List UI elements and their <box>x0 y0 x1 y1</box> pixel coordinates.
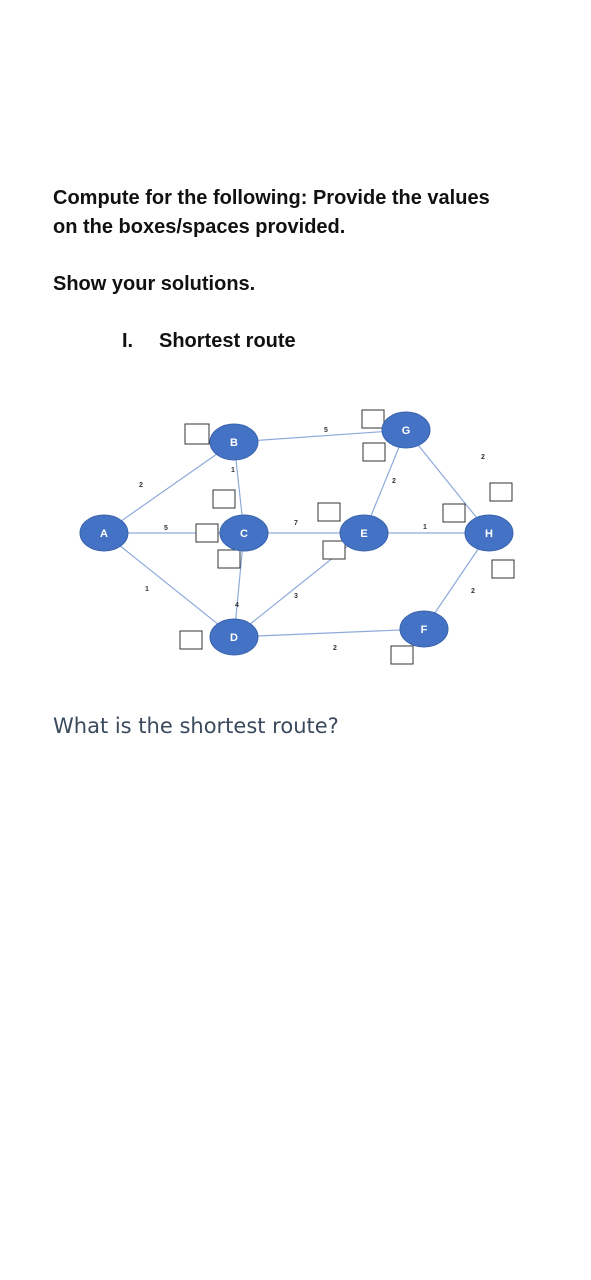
node-label: D <box>230 632 238 644</box>
node-f: F <box>399 610 449 648</box>
answer-box[interactable] <box>217 549 241 569</box>
node-label: F <box>421 624 428 636</box>
answer-box[interactable] <box>322 540 346 560</box>
node-label: A <box>100 528 108 540</box>
edge-weight-a-b: 2 <box>139 482 143 489</box>
node-circle <box>339 514 389 552</box>
edge-a-d <box>103 532 235 638</box>
answer-boxes <box>179 409 515 665</box>
answer-box[interactable] <box>212 489 236 509</box>
node-c: C <box>219 514 269 552</box>
edge-weight-e-g: 2 <box>392 478 396 485</box>
graph-nodes: A B C D E F G H <box>79 411 514 656</box>
node-circle <box>79 514 129 552</box>
node-circle <box>209 618 259 656</box>
edge-weight-c-d: 4 <box>235 602 239 609</box>
shortest-route-graph: 2 5 1 1 5 7 4 3 2 2 1 2 2 A B C D E F G H <box>79 409 515 665</box>
edge-weight-d-e: 3 <box>294 593 298 600</box>
node-label: C <box>240 528 248 540</box>
answer-box[interactable] <box>489 482 513 502</box>
graph-edges <box>103 429 490 638</box>
node-e: E <box>339 514 389 552</box>
instructions-line-1: Compute for the following: Provide the v… <box>53 187 490 209</box>
question-text: What is the shortest route? <box>53 714 339 738</box>
edge-weight-d-f: 2 <box>333 645 337 652</box>
node-circle <box>381 411 431 449</box>
node-label: H <box>485 528 493 540</box>
instructions-line-2: on the boxes/spaces provided. <box>53 216 346 238</box>
node-circle <box>464 514 514 552</box>
node-g: G <box>381 411 431 449</box>
graph-edge-weights: 2 5 1 1 5 7 4 3 2 2 1 2 2 <box>139 427 485 652</box>
node-a: A <box>79 514 129 552</box>
answer-box[interactable] <box>390 645 414 665</box>
node-circle <box>219 514 269 552</box>
section-heading: I. Shortest route <box>122 327 296 356</box>
node-label: E <box>360 528 367 540</box>
edge-weight-c-e: 7 <box>294 520 298 527</box>
node-h: H <box>464 514 514 552</box>
edge-g-h <box>405 429 490 534</box>
edge-d-f <box>233 628 425 638</box>
answer-box[interactable] <box>361 409 385 429</box>
section-number: I. <box>122 330 134 352</box>
section-title: Shortest route <box>159 330 296 352</box>
instructions: Compute for the following: Provide the v… <box>53 184 553 242</box>
node-label: G <box>402 425 411 437</box>
edge-a-b <box>103 441 235 534</box>
answer-box[interactable] <box>195 523 219 543</box>
node-label: B <box>230 437 238 449</box>
edge-weight-g-h: 2 <box>481 454 485 461</box>
show-solutions-text: Show your solutions. <box>53 273 256 295</box>
answer-box[interactable] <box>179 630 203 650</box>
node-circle <box>399 610 449 648</box>
answer-box[interactable] <box>442 503 466 523</box>
node-b: B <box>209 423 259 461</box>
edge-weight-b-g: 5 <box>324 427 328 434</box>
edge-b-g <box>233 429 407 443</box>
edge-weight-a-c: 5 <box>164 525 168 532</box>
answer-box[interactable] <box>317 502 341 522</box>
edge-weight-f-h: 2 <box>471 588 475 595</box>
node-d: D <box>209 618 259 656</box>
answer-box[interactable] <box>491 559 515 579</box>
edge-weight-b-c: 1 <box>231 467 235 474</box>
answer-box[interactable] <box>362 442 386 462</box>
edge-weight-e-h: 1 <box>423 524 427 531</box>
node-circle <box>209 423 259 461</box>
answer-box[interactable] <box>184 423 210 445</box>
edge-weight-a-d: 1 <box>145 586 149 593</box>
